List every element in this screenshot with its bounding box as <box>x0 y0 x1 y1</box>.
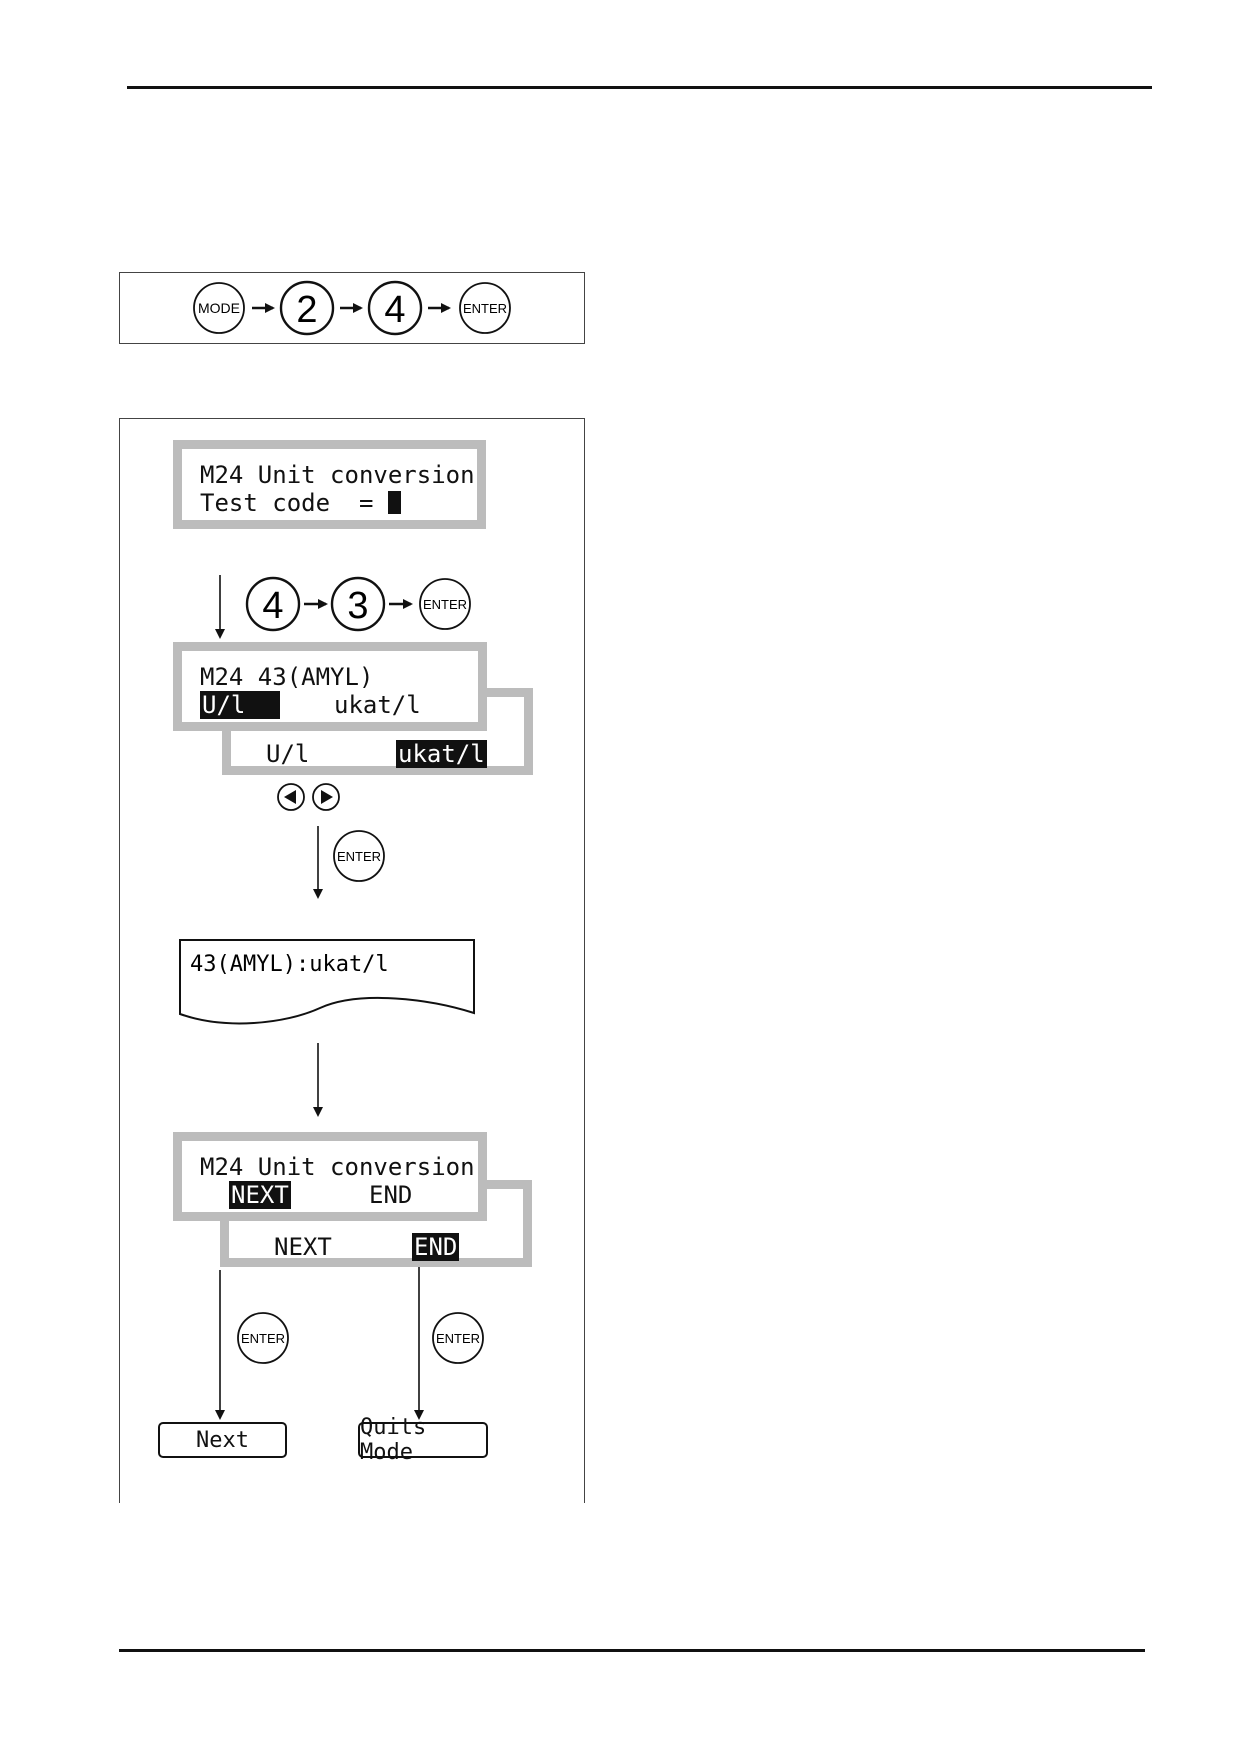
key-enter[interactable]: ENTER <box>459 282 511 334</box>
svg-text:ENTER: ENTER <box>241 1331 285 1346</box>
bottom-rule <box>119 1649 1145 1652</box>
lcd-unit-select: M24 43(AMYL) U/l ukat/l <box>173 642 487 731</box>
left-arrow-key[interactable] <box>277 783 305 811</box>
key-3-testcode[interactable]: 3 <box>330 576 386 632</box>
alt-option-a[interactable]: U/l <box>266 740 310 768</box>
svg-text:MODE: MODE <box>198 300 240 316</box>
key-enter-quit[interactable]: ENTER <box>432 1312 484 1364</box>
key-enter-confirm[interactable]: ENTER <box>333 830 385 882</box>
alt-option-b[interactable]: ukat/l <box>396 740 487 768</box>
svg-text:ENTER: ENTER <box>463 301 507 316</box>
lcd-line-2: Test code = <box>200 491 401 515</box>
option-next[interactable]: NEXT <box>229 1181 291 1209</box>
result-quits-mode: Quits Mode <box>358 1415 488 1465</box>
right-arrow-key[interactable] <box>312 783 340 811</box>
lcd-line-1: M24 Unit conversion <box>200 461 475 489</box>
lcd-next-end: M24 Unit conversion NEXT END <box>173 1132 487 1221</box>
svg-text:ENTER: ENTER <box>423 597 467 612</box>
svg-text:4: 4 <box>384 289 405 331</box>
flow-frame <box>119 418 585 1503</box>
key-mode[interactable]: MODE <box>193 282 245 334</box>
option-b[interactable]: ukat/l <box>334 691 421 719</box>
key-enter-next[interactable]: ENTER <box>237 1312 289 1364</box>
svg-text:ENTER: ENTER <box>337 849 381 864</box>
key-enter-testcode[interactable]: ENTER <box>419 578 471 630</box>
printout-text: 43(AMYL):ukat/l <box>190 952 389 977</box>
alt-option-end[interactable]: END <box>412 1233 460 1261</box>
svg-text:4: 4 <box>262 585 283 627</box>
lcd-next-line-1: M24 Unit conversion <box>200 1153 475 1181</box>
lcd-unit-line-1: M24 43(AMYL) <box>200 663 374 691</box>
svg-text:ENTER: ENTER <box>436 1331 480 1346</box>
option-end[interactable]: END <box>369 1181 413 1209</box>
svg-text:3: 3 <box>347 585 368 627</box>
printout-paper <box>179 939 475 1025</box>
option-a[interactable]: U/l <box>200 691 281 719</box>
svg-text:2: 2 <box>296 289 317 331</box>
lcd-test-code: M24 Unit conversion Test code = <box>173 440 486 529</box>
key-sequence-frame <box>119 272 585 344</box>
alt-option-next[interactable]: NEXT <box>274 1233 332 1261</box>
text-cursor <box>387 491 401 514</box>
key-4-testcode[interactable]: 4 <box>245 576 301 632</box>
key-2[interactable]: 2 <box>279 280 335 336</box>
result-next: Next <box>158 1422 287 1458</box>
top-rule <box>127 86 1152 89</box>
key-4[interactable]: 4 <box>367 280 423 336</box>
